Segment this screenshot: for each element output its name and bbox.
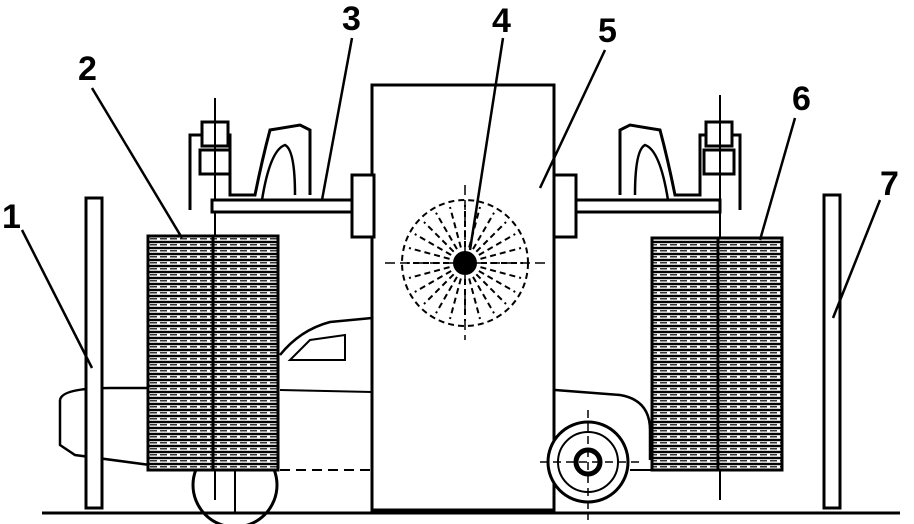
right-hub xyxy=(552,173,578,239)
brush-spoke xyxy=(468,278,481,320)
right-brush-assembly xyxy=(568,95,784,500)
label-4: 4 xyxy=(492,2,511,40)
brush-spoke xyxy=(472,276,495,314)
brush-spoke xyxy=(478,270,516,293)
brush-spoke xyxy=(449,206,462,248)
brush-spoke xyxy=(480,266,522,279)
callout-labels: 1 2 3 4 5 6 7 xyxy=(2,0,899,236)
left-brush-assembly xyxy=(146,98,362,500)
brush-spoke xyxy=(472,212,495,250)
leader-lines xyxy=(20,37,882,369)
brush-spoke xyxy=(414,233,452,256)
label-1: 1 xyxy=(2,198,21,236)
brush-spoke xyxy=(435,276,458,314)
brush-spoke xyxy=(435,212,458,250)
brush-spoke xyxy=(408,266,450,279)
left-hub xyxy=(350,173,376,239)
brush-spoke xyxy=(449,278,462,320)
label-5: 5 xyxy=(598,12,617,50)
brush-spoke xyxy=(423,273,455,305)
brush-spoke xyxy=(478,233,516,256)
brush-spoke xyxy=(475,221,507,253)
label-6: 6 xyxy=(792,80,811,118)
label-7: 7 xyxy=(880,165,899,203)
brush-spoke xyxy=(480,247,522,260)
brush-spoke xyxy=(414,270,452,293)
label-3: 3 xyxy=(342,0,361,38)
brush-spoke xyxy=(408,247,450,260)
brush-spoke xyxy=(475,273,507,305)
left-post xyxy=(84,196,104,510)
right-post xyxy=(822,193,842,510)
label-2: 2 xyxy=(78,50,97,88)
rear-wheel xyxy=(540,410,640,520)
brush-spoke xyxy=(423,221,455,253)
